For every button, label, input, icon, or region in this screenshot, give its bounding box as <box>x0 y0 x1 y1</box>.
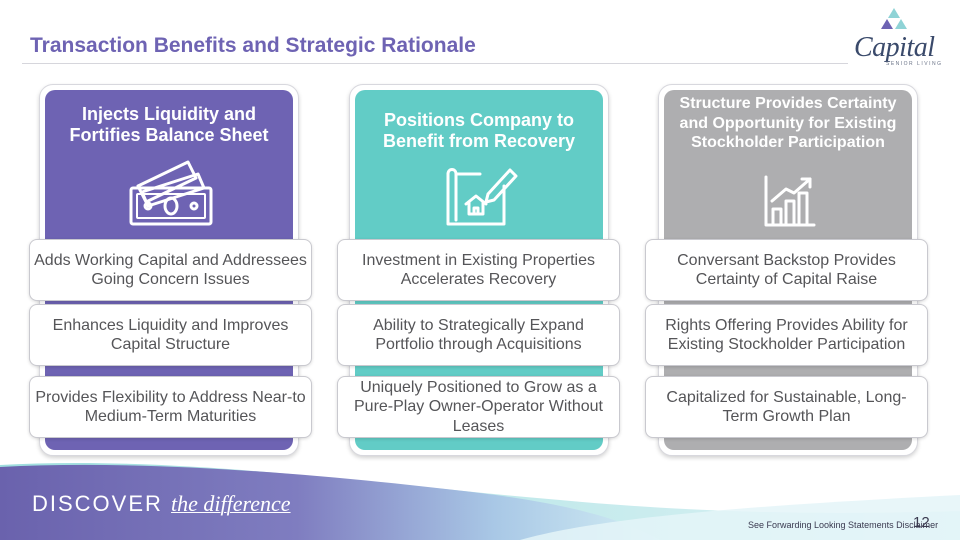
benefit-card: Conversant Backstop Provides Certainty o… <box>645 239 928 301</box>
benefit-card: Investment in Existing Properties Accele… <box>337 239 620 301</box>
growth-chart-icon <box>764 175 816 227</box>
title-divider <box>22 63 848 64</box>
column-heading: Structure Provides Certainty and Opportu… <box>679 95 897 151</box>
house-blueprint-icon <box>446 168 518 226</box>
company-logo: Capital SENIOR LIVING <box>846 6 946 67</box>
footer-tagline: DISCOVER the difference <box>32 491 291 517</box>
logo-wordmark: Capital <box>854 32 935 63</box>
benefit-card: Capitalized for Sustainable, Long-Term G… <box>645 376 928 438</box>
cash-icon <box>129 160 213 226</box>
discover-word: DISCOVER <box>32 491 163 516</box>
benefit-card: Enhances Liquidity and Improves Capital … <box>29 304 312 366</box>
page-title: Transaction Benefits and Strategic Ratio… <box>30 34 476 57</box>
logo-tagline: SENIOR LIVING <box>886 61 943 67</box>
benefit-card: Uniquely Positioned to Grow as a Pure-Pl… <box>337 376 620 438</box>
benefit-card: Ability to Strategically Expand Portfoli… <box>337 304 620 366</box>
benefit-card: Rights Offering Provides Ability for Exi… <box>645 304 928 366</box>
logo-triangles-icon <box>881 8 907 29</box>
footer-wave-band <box>0 463 960 540</box>
column-heading: Positions Company to Benefit from Recove… <box>382 110 576 151</box>
column-heading: Injects Liquidity and Fortifies Balance … <box>69 104 269 145</box>
benefit-card: Adds Working Capital and Addressees Goin… <box>29 239 312 301</box>
page-number: 12 <box>913 514 930 531</box>
difference-word: the difference <box>171 491 291 516</box>
benefit-card: Provides Flexibility to Address Near-to … <box>29 376 312 438</box>
disclaimer-note: See Forwarding Looking Statements Discla… <box>748 520 939 530</box>
